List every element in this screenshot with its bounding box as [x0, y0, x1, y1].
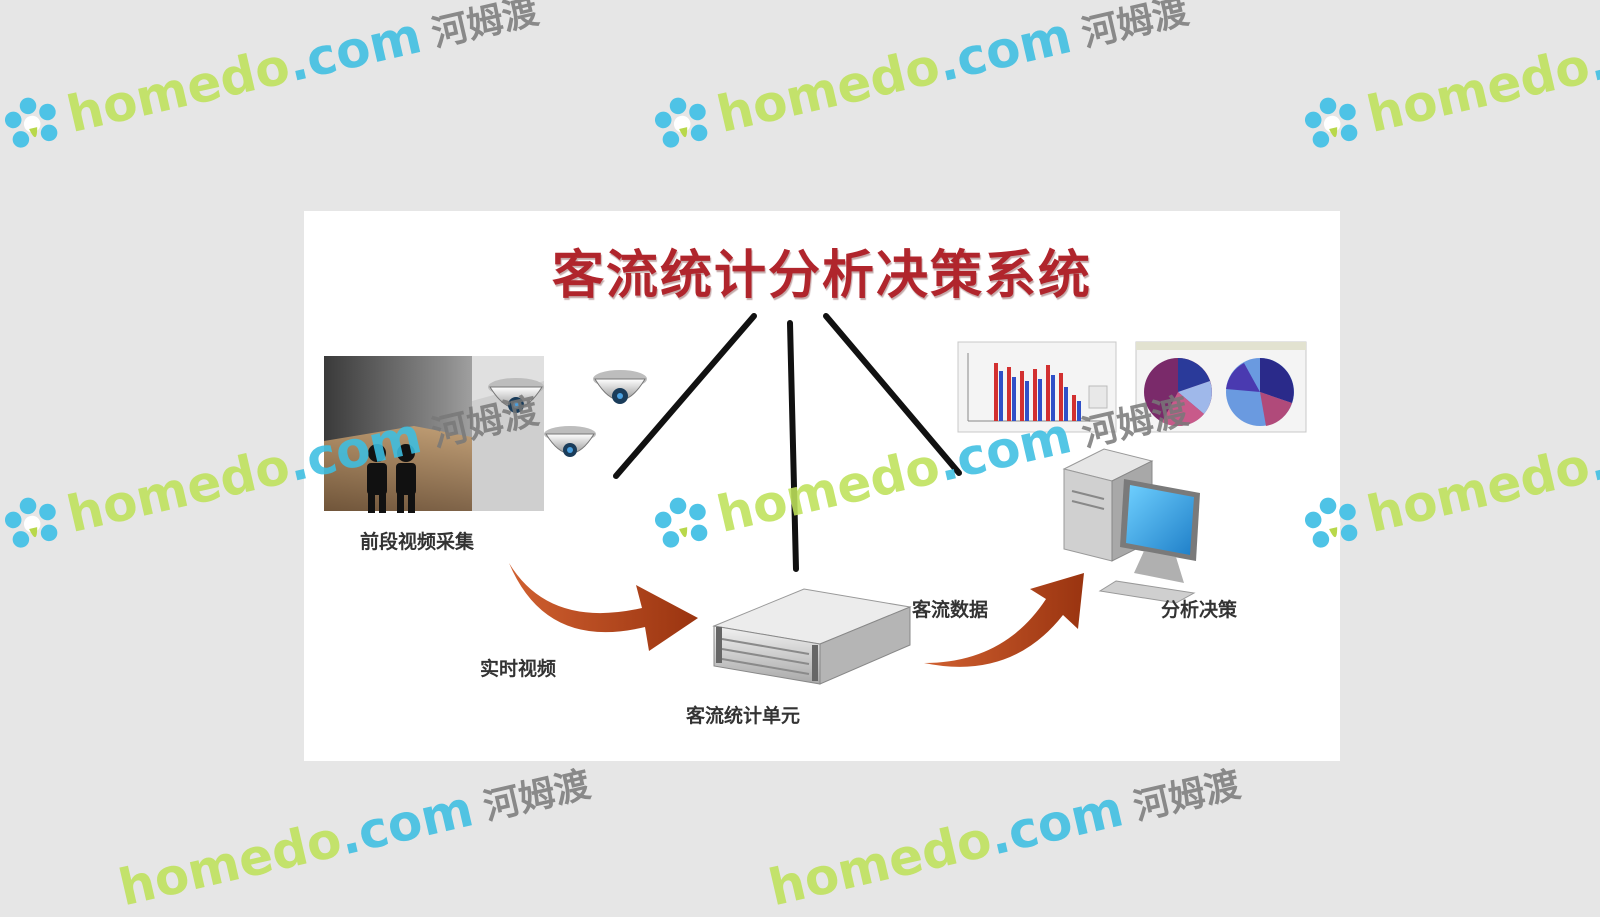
flower-logo-icon — [654, 97, 708, 148]
label-realtime-video: 实时视频 — [480, 658, 557, 680]
label-analysis-decision: 分析决策 — [1161, 599, 1238, 621]
watermark: homedo.com 河姆渡 — [763, 764, 1245, 917]
watermark: homedo.com 河姆渡 — [645, 0, 1194, 161]
arrow-realtime-video — [509, 563, 698, 651]
arrow-flow-data — [924, 573, 1084, 667]
watermark: homedo.com 河姆渡 — [113, 764, 595, 917]
connector-right — [823, 313, 962, 476]
watermark: homedo.com 河姆渡 — [0, 0, 544, 161]
watermark: homedo.com — [1295, 404, 1600, 561]
connector-left — [613, 313, 757, 479]
bar-chart-thumbnail — [957, 341, 1117, 433]
flower-logo-icon — [4, 97, 58, 148]
flower-logo-icon — [1304, 97, 1358, 148]
watermark: homedo.com — [1295, 4, 1600, 161]
label-counting-unit: 客流统计单元 — [686, 705, 801, 727]
diagram-title: 客流统计分析决策系统 — [551, 246, 1092, 306]
diagram-graphics — [324, 313, 1307, 685]
dome-camera-icon — [544, 426, 596, 457]
label-flow-data: 客流数据 — [912, 599, 989, 621]
label-camera-capture: 前段视频采集 — [360, 531, 475, 553]
server-unit-icon — [712, 588, 912, 685]
flower-logo-icon — [4, 497, 58, 548]
dome-camera-icon — [593, 370, 647, 404]
connector-center — [787, 320, 799, 572]
diagram-panel: 客流统计分析决策系统 前段视频采集 实时视频 客流统计单元 客流数据 分析决策 — [304, 211, 1340, 761]
pie-chart-thumbnail — [1135, 341, 1307, 433]
desktop-computer-icon — [1062, 448, 1200, 604]
dome-camera-icon — [488, 378, 544, 413]
